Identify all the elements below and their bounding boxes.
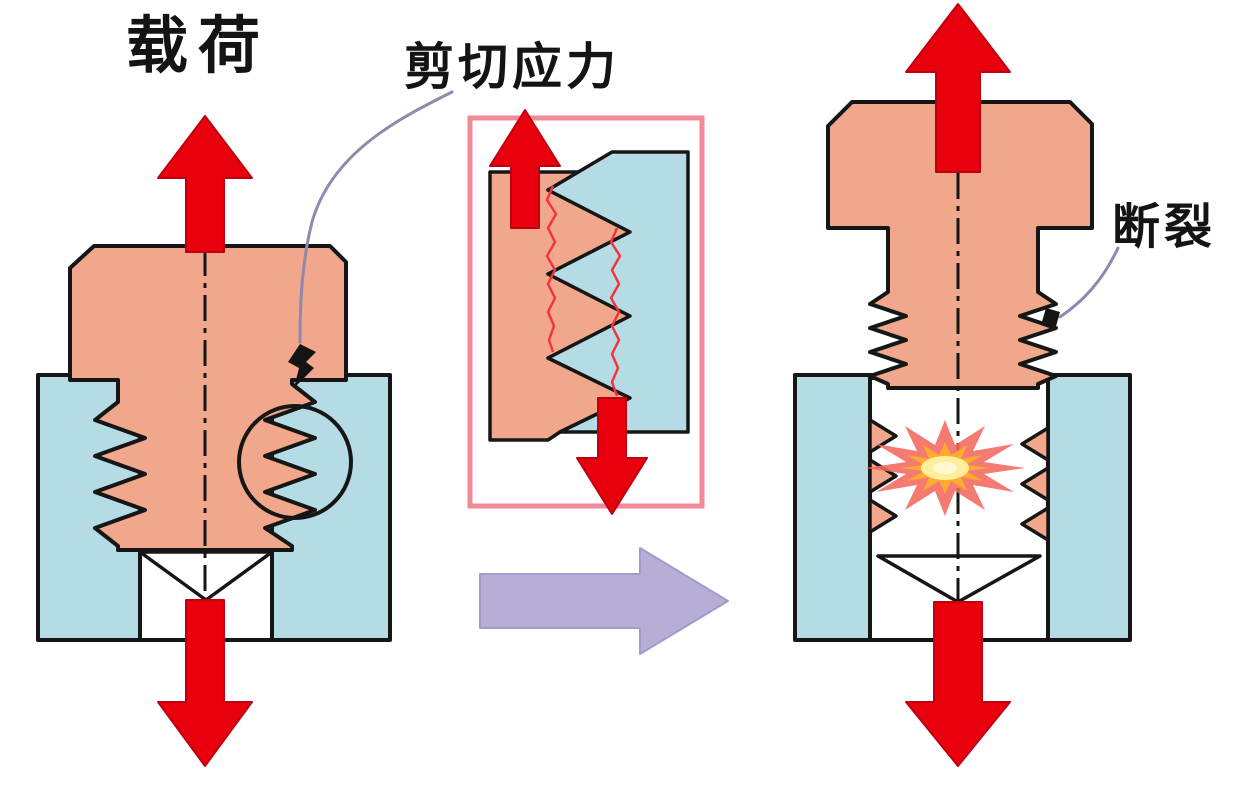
right-arrow-up-icon <box>905 3 1011 173</box>
transition-arrow-icon <box>479 547 729 655</box>
magnifier-circle <box>237 404 353 520</box>
stripped-thread-remnants <box>868 418 1050 542</box>
burst-core-center <box>933 462 957 474</box>
right-arrow-down-icon <box>905 601 1011 767</box>
fracture-leader-line <box>1058 246 1120 319</box>
inset-arrow-down-icon <box>576 397 648 515</box>
left-arrow-down-icon <box>157 599 253 767</box>
fracture-burst <box>865 420 1025 516</box>
shear-inset <box>467 109 705 515</box>
right-assembly <box>793 3 1132 767</box>
label-fracture: 断裂 <box>1112 201 1217 254</box>
shear-crack-line-left <box>545 185 558 353</box>
left-arrow-up-icon <box>157 115 253 253</box>
remnant-tooth <box>1020 506 1050 542</box>
inset-arrow-up-icon <box>489 109 561 229</box>
callout-marker-icon <box>288 344 316 388</box>
label-shear-stress: 剪切应力 <box>404 39 620 95</box>
fracture-marker-icon <box>1041 308 1060 330</box>
label-load: 载荷 <box>126 12 271 81</box>
inset-nut-thread <box>546 150 690 434</box>
remnant-tooth <box>1020 466 1050 502</box>
remnant-tooth <box>1020 426 1050 462</box>
remnant-tooth <box>868 498 898 534</box>
right-bolt <box>826 100 1094 390</box>
shear-leader-line <box>298 90 454 344</box>
left-assembly <box>36 90 454 767</box>
remnant-tooth <box>868 418 898 454</box>
shear-crack-line-right <box>609 227 622 397</box>
